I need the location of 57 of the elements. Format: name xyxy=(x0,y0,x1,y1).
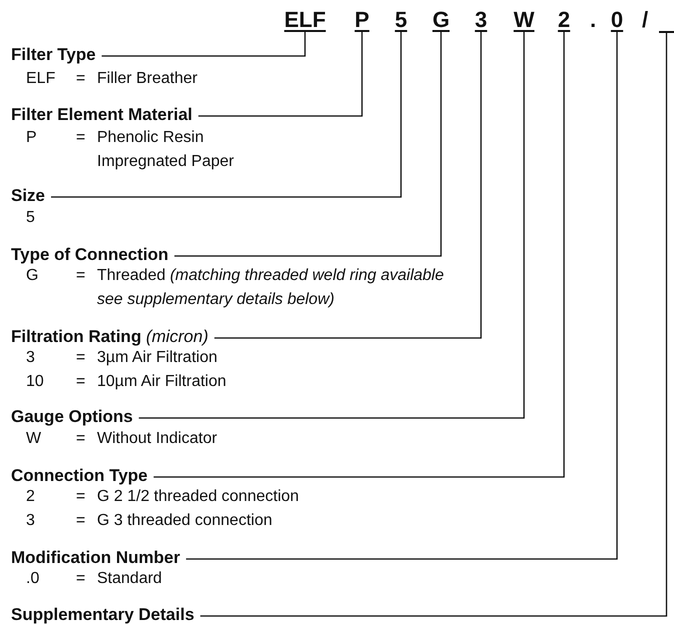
code-character: 2 xyxy=(558,8,570,32)
leader-line xyxy=(138,32,525,419)
leader-line xyxy=(51,32,402,198)
field-heading: Type of Connection xyxy=(11,245,174,265)
field-heading: Supplementary Details xyxy=(11,605,200,625)
field-heading: Gauge Options xyxy=(11,407,139,427)
field-heading: Connection Type xyxy=(11,466,154,486)
field-heading: Modification Number xyxy=(11,548,186,568)
code-character: P xyxy=(354,8,370,32)
code-separator: / xyxy=(642,8,648,32)
option-description: G 3 threaded connection xyxy=(97,511,272,531)
option-code: 5 xyxy=(26,208,35,228)
equals-sign: = xyxy=(76,429,86,449)
code-character: 0 xyxy=(610,8,624,32)
option-description: Phenolic Resin Impregnated Paper xyxy=(97,128,235,172)
field-heading: Filter Type xyxy=(11,45,102,65)
option-code: 3 xyxy=(26,348,35,368)
field-heading: Filter Element Material xyxy=(11,105,198,125)
leader-line xyxy=(198,32,363,117)
equals-sign: = xyxy=(76,128,86,148)
code-character: ELF xyxy=(284,8,326,32)
option-description: 3µm Air Filtration xyxy=(97,348,218,368)
leader-line xyxy=(154,32,565,478)
option-description: G 2 1/2 threaded connection xyxy=(97,487,299,507)
equals-sign: = xyxy=(76,487,86,507)
option-description: Standard xyxy=(97,569,162,589)
equals-sign: = xyxy=(76,266,86,286)
blank-code-underline xyxy=(659,31,674,33)
equals-sign: = xyxy=(76,569,86,589)
option-code: G xyxy=(26,266,38,286)
option-description: Without Indicator xyxy=(97,429,218,449)
leader-line xyxy=(102,32,306,57)
option-code: 3 xyxy=(26,511,35,531)
code-separator: . xyxy=(590,8,596,32)
leader-line xyxy=(214,32,482,339)
equals-sign: = xyxy=(76,511,86,531)
leader-line xyxy=(186,32,618,560)
option-code: W xyxy=(26,429,42,449)
leader-line xyxy=(174,32,442,257)
equals-sign: = xyxy=(76,348,86,368)
option-code: .0 xyxy=(26,569,40,589)
option-code: ELF xyxy=(26,69,56,89)
leader-line xyxy=(200,33,668,617)
code-character: G xyxy=(432,8,450,32)
field-heading: Filtration Rating (micron) xyxy=(11,327,214,347)
option-code: P xyxy=(26,128,37,148)
code-character: 5 xyxy=(394,8,408,32)
equals-sign: = xyxy=(76,69,86,89)
equals-sign: = xyxy=(76,372,86,392)
option-description: 10µm Air Filtration xyxy=(97,372,226,392)
code-character: 3 xyxy=(474,8,488,32)
option-code: 2 xyxy=(26,487,35,507)
code-character: W xyxy=(514,8,534,32)
option-description: Filler Breather xyxy=(97,69,198,89)
option-code: 10 xyxy=(26,372,44,392)
field-heading: Size xyxy=(11,186,52,206)
option-description: Threaded (matching threaded weld ring available see supplementary details below) xyxy=(97,266,445,310)
